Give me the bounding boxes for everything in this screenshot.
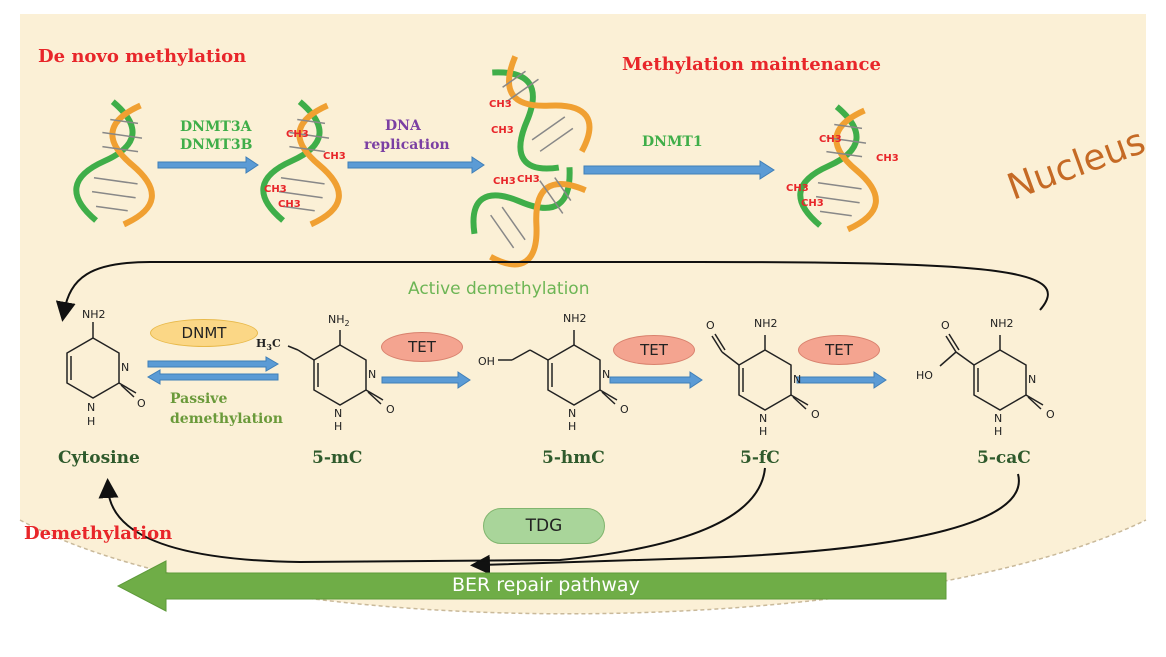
dna-helix-replicated-upper <box>492 55 593 172</box>
dna-helix-fully-methylated <box>797 104 879 233</box>
n-label: N <box>1028 373 1037 386</box>
tet-badge: TET <box>798 335 880 365</box>
5hmc-structure <box>498 330 618 406</box>
ch3-mark: CH3 <box>801 198 824 209</box>
o-label: O <box>386 403 395 416</box>
h-label: H <box>994 425 1003 438</box>
o-label: O <box>1046 408 1055 421</box>
nh2-label: NH2 <box>563 312 587 325</box>
h3c-label: H3C <box>256 337 281 353</box>
nh2-label: NH2 <box>328 313 350 329</box>
h-label: H <box>568 420 577 433</box>
ch3-mark: CH3 <box>264 184 287 195</box>
replication-label: replication <box>364 137 450 153</box>
5cac-label: 5-caC <box>977 448 1031 468</box>
dnmt3b-label: DNMT3B <box>180 137 253 153</box>
arrow-passive-back <box>147 369 279 385</box>
nh2-label: NH2 <box>82 308 106 321</box>
tet-badge: TET <box>381 332 463 362</box>
nh2-label: NH2 <box>754 317 778 330</box>
demethylation-sub-label: demethylation <box>170 411 283 427</box>
5cac-structure <box>939 333 1044 411</box>
n-label: N <box>87 401 96 414</box>
n-label: N <box>994 412 1003 425</box>
dnmt1-label: DNMT1 <box>642 134 703 150</box>
tdg-badge: TDG <box>483 508 605 544</box>
dna-helix-hemi-methylated <box>260 99 342 228</box>
ch3-mark: CH3 <box>517 174 540 185</box>
ch3-mark: CH3 <box>786 183 809 194</box>
arrow-tet-1 <box>381 371 471 389</box>
arrow-maintenance <box>583 160 775 180</box>
ch3-mark: CH3 <box>489 99 512 110</box>
5mc-structure <box>287 330 384 406</box>
arrow-tet-3 <box>796 371 887 389</box>
ch3-mark: CH3 <box>278 199 301 210</box>
tet-badge: TET <box>613 335 695 365</box>
h-label: H <box>87 415 96 428</box>
oh-label: OH <box>478 355 495 368</box>
ch3-mark: CH3 <box>493 176 516 187</box>
maintenance-title: Methylation maintenance <box>622 54 881 75</box>
o-label: O <box>620 403 629 416</box>
nh2-label: NH2 <box>990 317 1014 330</box>
dnmt-badge: DNMT <box>150 319 258 347</box>
cytosine-label: Cytosine <box>58 448 140 468</box>
tdg-arc-from-5cac <box>470 473 1020 575</box>
ho-label: HO <box>916 369 933 382</box>
demethylation-title: Demethylation <box>24 523 173 544</box>
5fc-structure <box>711 333 809 411</box>
de-novo-title: De novo methylation <box>38 46 247 67</box>
arrow-de-novo <box>157 156 259 174</box>
n-label: N <box>602 368 611 381</box>
o-label: O <box>941 319 950 332</box>
dna-label: DNA <box>385 118 421 134</box>
arrow-tet-2 <box>609 371 703 389</box>
o-label: O <box>811 408 820 421</box>
n-label: N <box>793 373 802 386</box>
5mc-label: 5-mC <box>312 448 363 468</box>
ch3-mark: CH3 <box>876 153 899 164</box>
n-label: N <box>121 361 130 374</box>
arrow-dnmt-forward <box>147 356 279 372</box>
dnmt3a-label: DNMT3A <box>180 119 252 135</box>
dna-helix-replicated-lower <box>470 167 587 268</box>
h-label: H <box>334 420 343 433</box>
tdg-arc-from-5fc <box>98 467 766 564</box>
active-demethylation-label: Active demethylation <box>408 279 590 299</box>
o-label: O <box>706 319 715 332</box>
active-demethylation-arc <box>55 261 1049 322</box>
ber-arrow <box>116 560 947 612</box>
nucleus-membrane <box>19 519 1147 615</box>
cytosine-structure <box>66 322 137 399</box>
arrow-replication <box>347 156 485 174</box>
ber-pathway-label: BER repair pathway <box>452 574 640 596</box>
n-label: N <box>334 407 343 420</box>
nucleus-background <box>20 14 1146 614</box>
h-label: H <box>759 425 768 438</box>
passive-label: Passive <box>170 391 228 407</box>
n-label: N <box>568 407 577 420</box>
n-label: N <box>759 412 768 425</box>
n-label: N <box>368 368 377 381</box>
dna-helix-unmethylated <box>73 99 155 228</box>
ch3-mark: CH3 <box>286 129 309 140</box>
o-label: O <box>137 397 146 410</box>
5fc-label: 5-fC <box>740 448 780 468</box>
5hmc-label: 5-hmC <box>542 448 605 468</box>
ch3-mark: CH3 <box>819 134 842 145</box>
ch3-mark: CH3 <box>323 151 346 162</box>
ch3-mark: CH3 <box>491 125 514 136</box>
